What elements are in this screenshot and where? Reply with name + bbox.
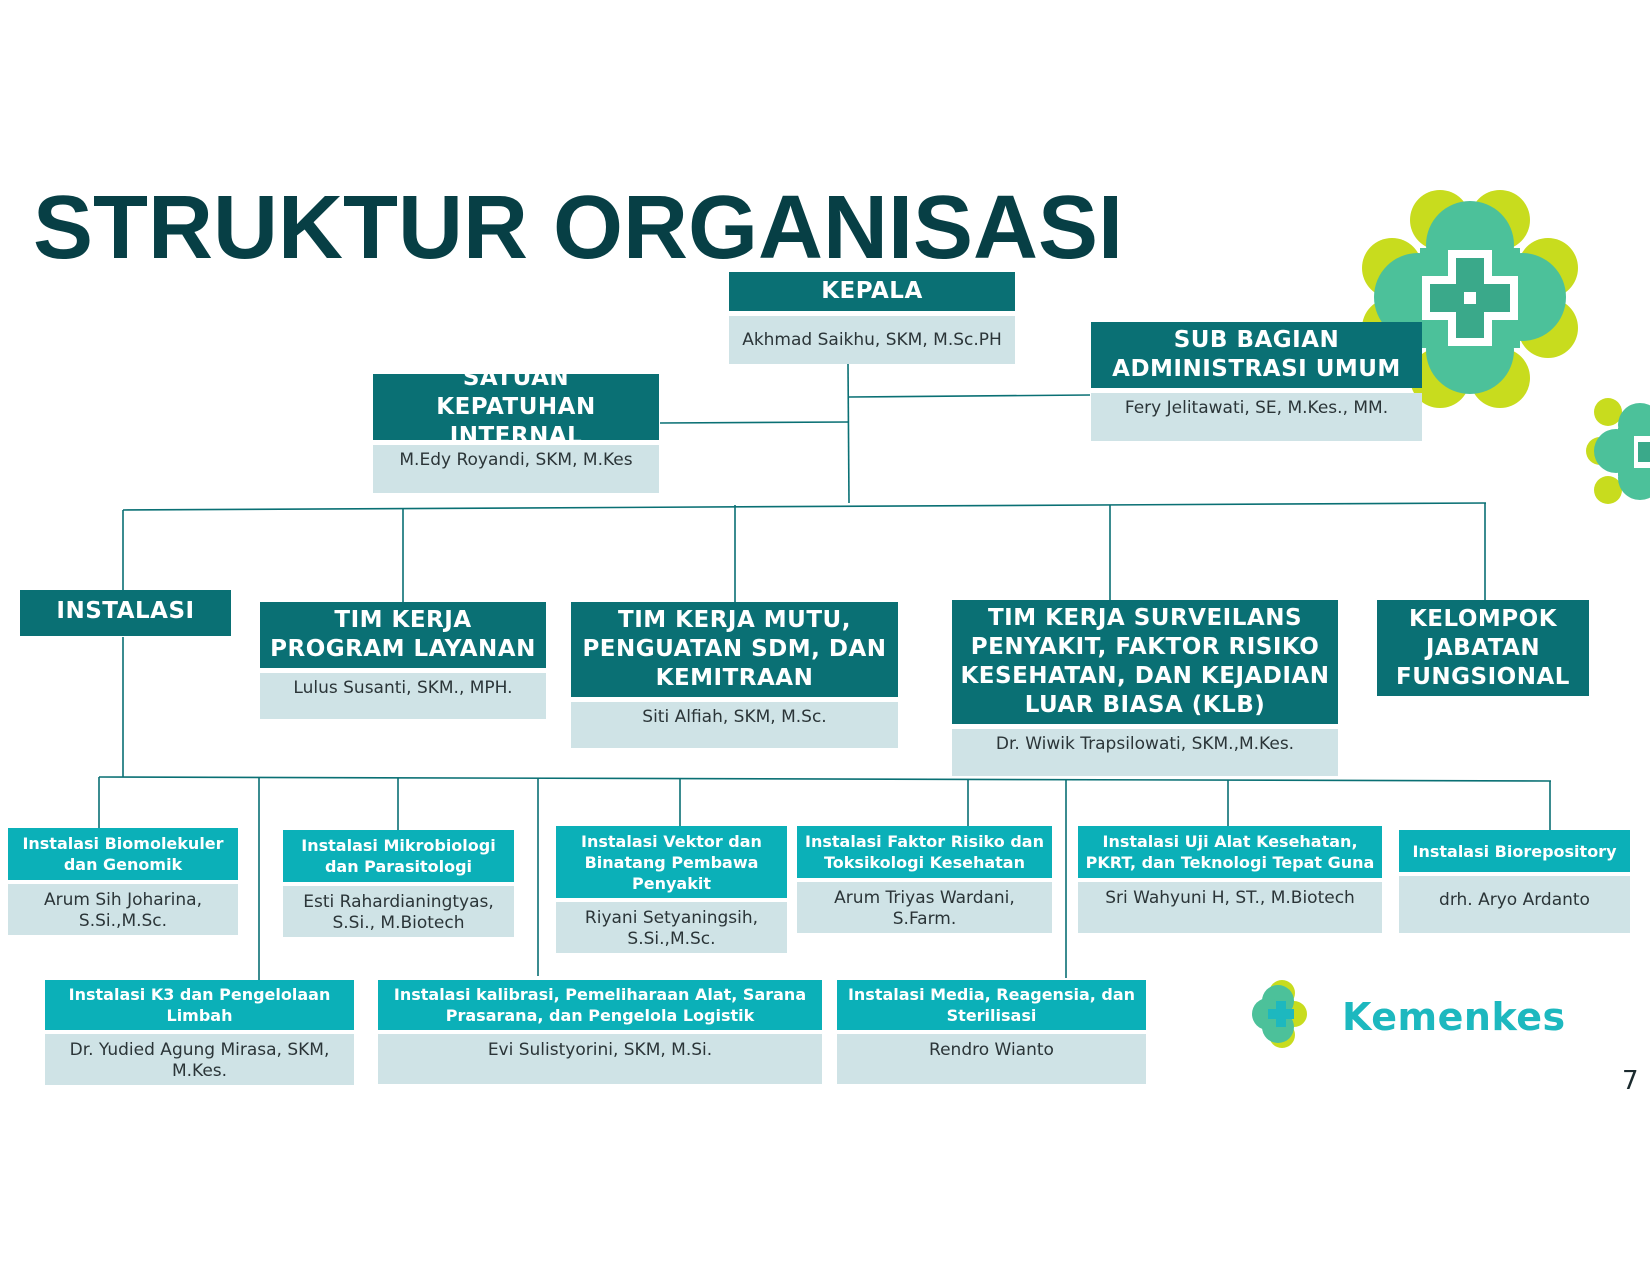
node-instalasi-vektor: Instalasi Vektor dan Binatang Pembawa Pe… (556, 826, 787, 953)
connector-level3-bus (98, 776, 1552, 782)
node-subbag-name: Fery Jelitawati, SE, M.Kes., MM. (1091, 393, 1422, 441)
node-ins-kalibrasi-title: Instalasi kalibrasi, Pemeliharaan Alat, … (378, 980, 822, 1030)
kemenkes-logo-wordmark: Kemenkes (1342, 995, 1566, 1039)
connector-kepala-trunk (847, 363, 850, 504)
node-ins-vektor-title: Instalasi Vektor dan Binatang Pembawa Pe… (556, 826, 787, 898)
node-kepala: KEPALA Akhmad Saikhu, SKM, M.Sc.PH (729, 272, 1015, 364)
node-ins-uji-name: Sri Wahyuni H, ST., M.Biotech (1078, 882, 1382, 933)
node-tim-surveilans-name: Dr. Wiwik Trapsilowati, SKM.,M.Kes. (952, 729, 1338, 776)
node-subbag-title: SUB BAGIAN ADMINISTRASI UMUM (1091, 322, 1422, 388)
node-tim-kerja-layanan: TIM KERJA PROGRAM LAYANAN Lulus Susanti,… (260, 602, 546, 719)
node-ins-vektor-name: Riyani Setyaningsih, S.Si.,M.Sc. (556, 902, 787, 953)
node-ins-faktor-name: Arum Triyas Wardani, S.Farm. (797, 882, 1052, 933)
node-ins-uji-title: Instalasi Uji Alat Kesehatan, PKRT, dan … (1078, 826, 1382, 878)
node-spi-name: M.Edy Royandi, SKM, M.Kes (373, 445, 659, 493)
node-instalasi-biorepository: Instalasi Biorepository drh. Aryo Ardant… (1399, 830, 1630, 933)
connector-spi (659, 421, 850, 424)
node-instalasi-media: Instalasi Media, Reagensia, dan Sterilis… (837, 980, 1146, 1084)
node-ins-biomol-name: Arum Sih Joharina, S.Si.,M.Sc. (8, 884, 238, 935)
node-kelompok-jabatan-fungsional: KELOMPOK JABATAN FUNGSIONAL (1377, 600, 1589, 696)
node-satuan-kepatuhan-internal: SATUAN KEPATUHAN INTERNAL M.Edy Royandi,… (373, 365, 659, 493)
node-ins-mikro-title: Instalasi Mikrobiologi dan Parasitologi (283, 830, 514, 882)
node-tim-layanan-name: Lulus Susanti, SKM., MPH. (260, 673, 546, 719)
node-tim-mutu-name: Siti Alfiah, SKM, M.Sc. (571, 702, 898, 748)
page-number: 7 (1622, 1066, 1639, 1096)
node-ins-media-name: Rendro Wianto (837, 1034, 1146, 1084)
node-tim-kerja-surveilans: TIM KERJA SURVEILANS PENYAKIT, FAKTOR RI… (952, 600, 1338, 776)
node-ins-k3-name: Dr. Yudied Agung Mirasa, SKM, M.Kes. (45, 1034, 354, 1085)
node-instalasi-mikrobiologi: Instalasi Mikrobiologi dan Parasitologi … (283, 830, 514, 937)
node-ins-mikro-name: Esti Rahardianingtyas, S.Si., M.Biotech (283, 886, 514, 937)
node-instalasi-k3: Instalasi K3 dan Pengelolaan Limbah Dr. … (45, 980, 354, 1085)
node-kepala-title: KEPALA (729, 272, 1015, 311)
node-ins-kalibrasi-name: Evi Sulistyorini, SKM, M.Si. (378, 1034, 822, 1084)
node-subbag-administrasi: SUB BAGIAN ADMINISTRASI UMUM Fery Jelita… (1091, 322, 1422, 441)
node-ins-k3-title: Instalasi K3 dan Pengelolaan Limbah (45, 980, 354, 1030)
node-ins-biorep-title: Instalasi Biorepository (1399, 830, 1630, 872)
node-ins-biomol-title: Instalasi Biomolekuler dan Genomik (8, 828, 238, 880)
node-instalasi-faktor-risiko: Instalasi Faktor Risiko dan Toksikologi … (797, 826, 1052, 933)
node-ins-media-title: Instalasi Media, Reagensia, dan Sterilis… (837, 980, 1146, 1030)
node-tim-layanan-title: TIM KERJA PROGRAM LAYANAN (260, 602, 546, 668)
node-ins-biorep-name: drh. Aryo Ardanto (1399, 876, 1630, 933)
node-kepala-name: Akhmad Saikhu, SKM, M.Sc.PH (729, 316, 1015, 364)
node-tim-surveilans-title: TIM KERJA SURVEILANS PENYAKIT, FAKTOR RI… (952, 600, 1338, 724)
node-kjf-title: KELOMPOK JABATAN FUNGSIONAL (1377, 600, 1589, 696)
flower-small-icon (1586, 398, 1650, 504)
node-instalasi-title: INSTALASI (20, 590, 231, 636)
node-instalasi-biomolekuler: Instalasi Biomolekuler dan Genomik Arum … (8, 828, 238, 935)
page-title: STRUKTUR ORGANISASI (33, 178, 1124, 278)
node-instalasi: INSTALASI (20, 590, 231, 636)
node-instalasi-uji-alat: Instalasi Uji Alat Kesehatan, PKRT, dan … (1078, 826, 1382, 933)
node-tim-mutu-title: TIM KERJA MUTU, PENGUATAN SDM, DAN KEMIT… (571, 602, 898, 697)
connector-level2-bus (122, 502, 1487, 511)
connector-subbag (848, 394, 1091, 398)
node-instalasi-kalibrasi: Instalasi kalibrasi, Pemeliharaan Alat, … (378, 980, 822, 1084)
node-tim-kerja-mutu: TIM KERJA MUTU, PENGUATAN SDM, DAN KEMIT… (571, 602, 898, 748)
node-ins-faktor-title: Instalasi Faktor Risiko dan Toksikologi … (797, 826, 1052, 878)
flower-large-icon (1362, 190, 1578, 408)
